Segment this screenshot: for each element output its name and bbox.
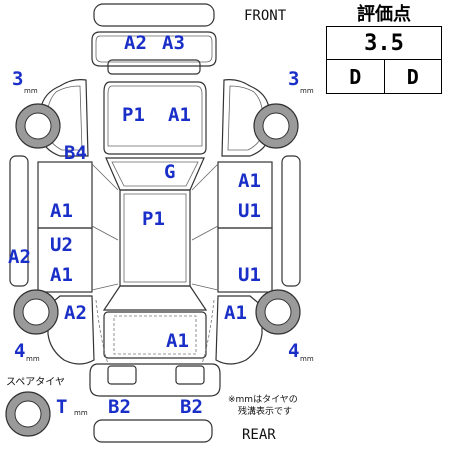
grille[interactable] bbox=[107, 59, 201, 75]
right-front-fender[interactable] bbox=[221, 79, 269, 157]
code-right-front-door-2: U1 bbox=[238, 200, 261, 222]
hood[interactable] bbox=[103, 81, 207, 155]
tread-unit-front-left: mm bbox=[24, 87, 38, 95]
tread-unit-rear-right: mm bbox=[300, 355, 314, 363]
tread-rear-right: 4 bbox=[288, 340, 300, 362]
code-left-rocker: A2 bbox=[8, 246, 31, 268]
code-left-rear-door-2: A1 bbox=[50, 264, 73, 286]
front-label: FRONT bbox=[244, 8, 287, 24]
code-rear-bumper-right: B2 bbox=[180, 396, 203, 418]
trunk[interactable] bbox=[103, 311, 207, 359]
code-front-bumper-left: A2 bbox=[124, 32, 147, 54]
code-right-rear-door: U1 bbox=[238, 264, 261, 286]
tread-unit-rear-left: mm bbox=[26, 355, 40, 363]
tread-note-line2: 残溝表示です bbox=[238, 407, 293, 417]
tread-front-left: 3 bbox=[12, 68, 24, 90]
tread-unit-front-right: mm bbox=[300, 87, 314, 95]
front-bumper-top[interactable] bbox=[93, 3, 215, 27]
rear-label: REAR bbox=[242, 427, 276, 443]
code-left-front-fender: B4 bbox=[64, 142, 87, 164]
code-right-rear-fender: A1 bbox=[224, 302, 247, 324]
rear-left-tire[interactable] bbox=[13, 289, 59, 335]
tread-unit-spare: mm bbox=[74, 409, 88, 417]
tread-rear-left: 4 bbox=[14, 340, 26, 362]
tread-front-right: 3 bbox=[288, 68, 300, 90]
code-front-bumper-right: A3 bbox=[162, 32, 185, 54]
code-left-rear-door-1: U2 bbox=[50, 234, 73, 256]
spare-tire[interactable] bbox=[5, 391, 51, 437]
front-bumper[interactable] bbox=[91, 31, 217, 67]
tread-spare: T bbox=[56, 396, 68, 418]
code-hood-2: A1 bbox=[168, 104, 191, 126]
rear-window[interactable] bbox=[102, 285, 208, 311]
rear-bumper-bottom[interactable] bbox=[93, 419, 213, 443]
left-rocker-panel[interactable] bbox=[9, 155, 29, 287]
left-front-fender[interactable] bbox=[41, 79, 89, 157]
right-rocker-panel[interactable] bbox=[281, 155, 301, 287]
exterior-grade: D bbox=[383, 59, 442, 94]
left-rear-fender[interactable] bbox=[47, 295, 95, 365]
code-rear-bumper-left: B2 bbox=[108, 396, 131, 418]
interior-grade: D bbox=[326, 59, 385, 94]
tread-note-line1: ※mmはタイヤの bbox=[228, 395, 298, 405]
windshield[interactable] bbox=[105, 157, 205, 191]
evaluation-title: 評価点 bbox=[357, 4, 411, 25]
roof[interactable] bbox=[119, 189, 191, 287]
rear-right-tire[interactable] bbox=[255, 289, 301, 335]
right-rear-fender[interactable] bbox=[215, 295, 263, 365]
code-right-front-door-1: A1 bbox=[238, 170, 261, 192]
code-roof: P1 bbox=[142, 208, 165, 230]
evaluation-score-box: 評価点 3.5 D D bbox=[326, 4, 442, 94]
evaluation-score: 3.5 bbox=[326, 26, 442, 60]
front-right-tire[interactable] bbox=[253, 103, 299, 149]
right-rear-door[interactable] bbox=[217, 227, 273, 293]
code-windshield: G bbox=[164, 161, 176, 183]
left-rear-door[interactable] bbox=[37, 227, 93, 293]
code-hood-1: P1 bbox=[122, 104, 145, 126]
rear-bumper[interactable] bbox=[89, 363, 221, 397]
spare-tire-label: スペアタイヤ bbox=[6, 377, 65, 388]
evaluation-table: 3.5 D D bbox=[326, 26, 442, 94]
code-trunk: A1 bbox=[166, 330, 189, 352]
code-left-rear-fender: A2 bbox=[64, 302, 87, 324]
code-left-front-door: A1 bbox=[50, 200, 73, 222]
tail-garnish[interactable] bbox=[175, 365, 205, 385]
license-plate-rear[interactable] bbox=[107, 365, 137, 385]
front-left-tire[interactable] bbox=[15, 103, 61, 149]
